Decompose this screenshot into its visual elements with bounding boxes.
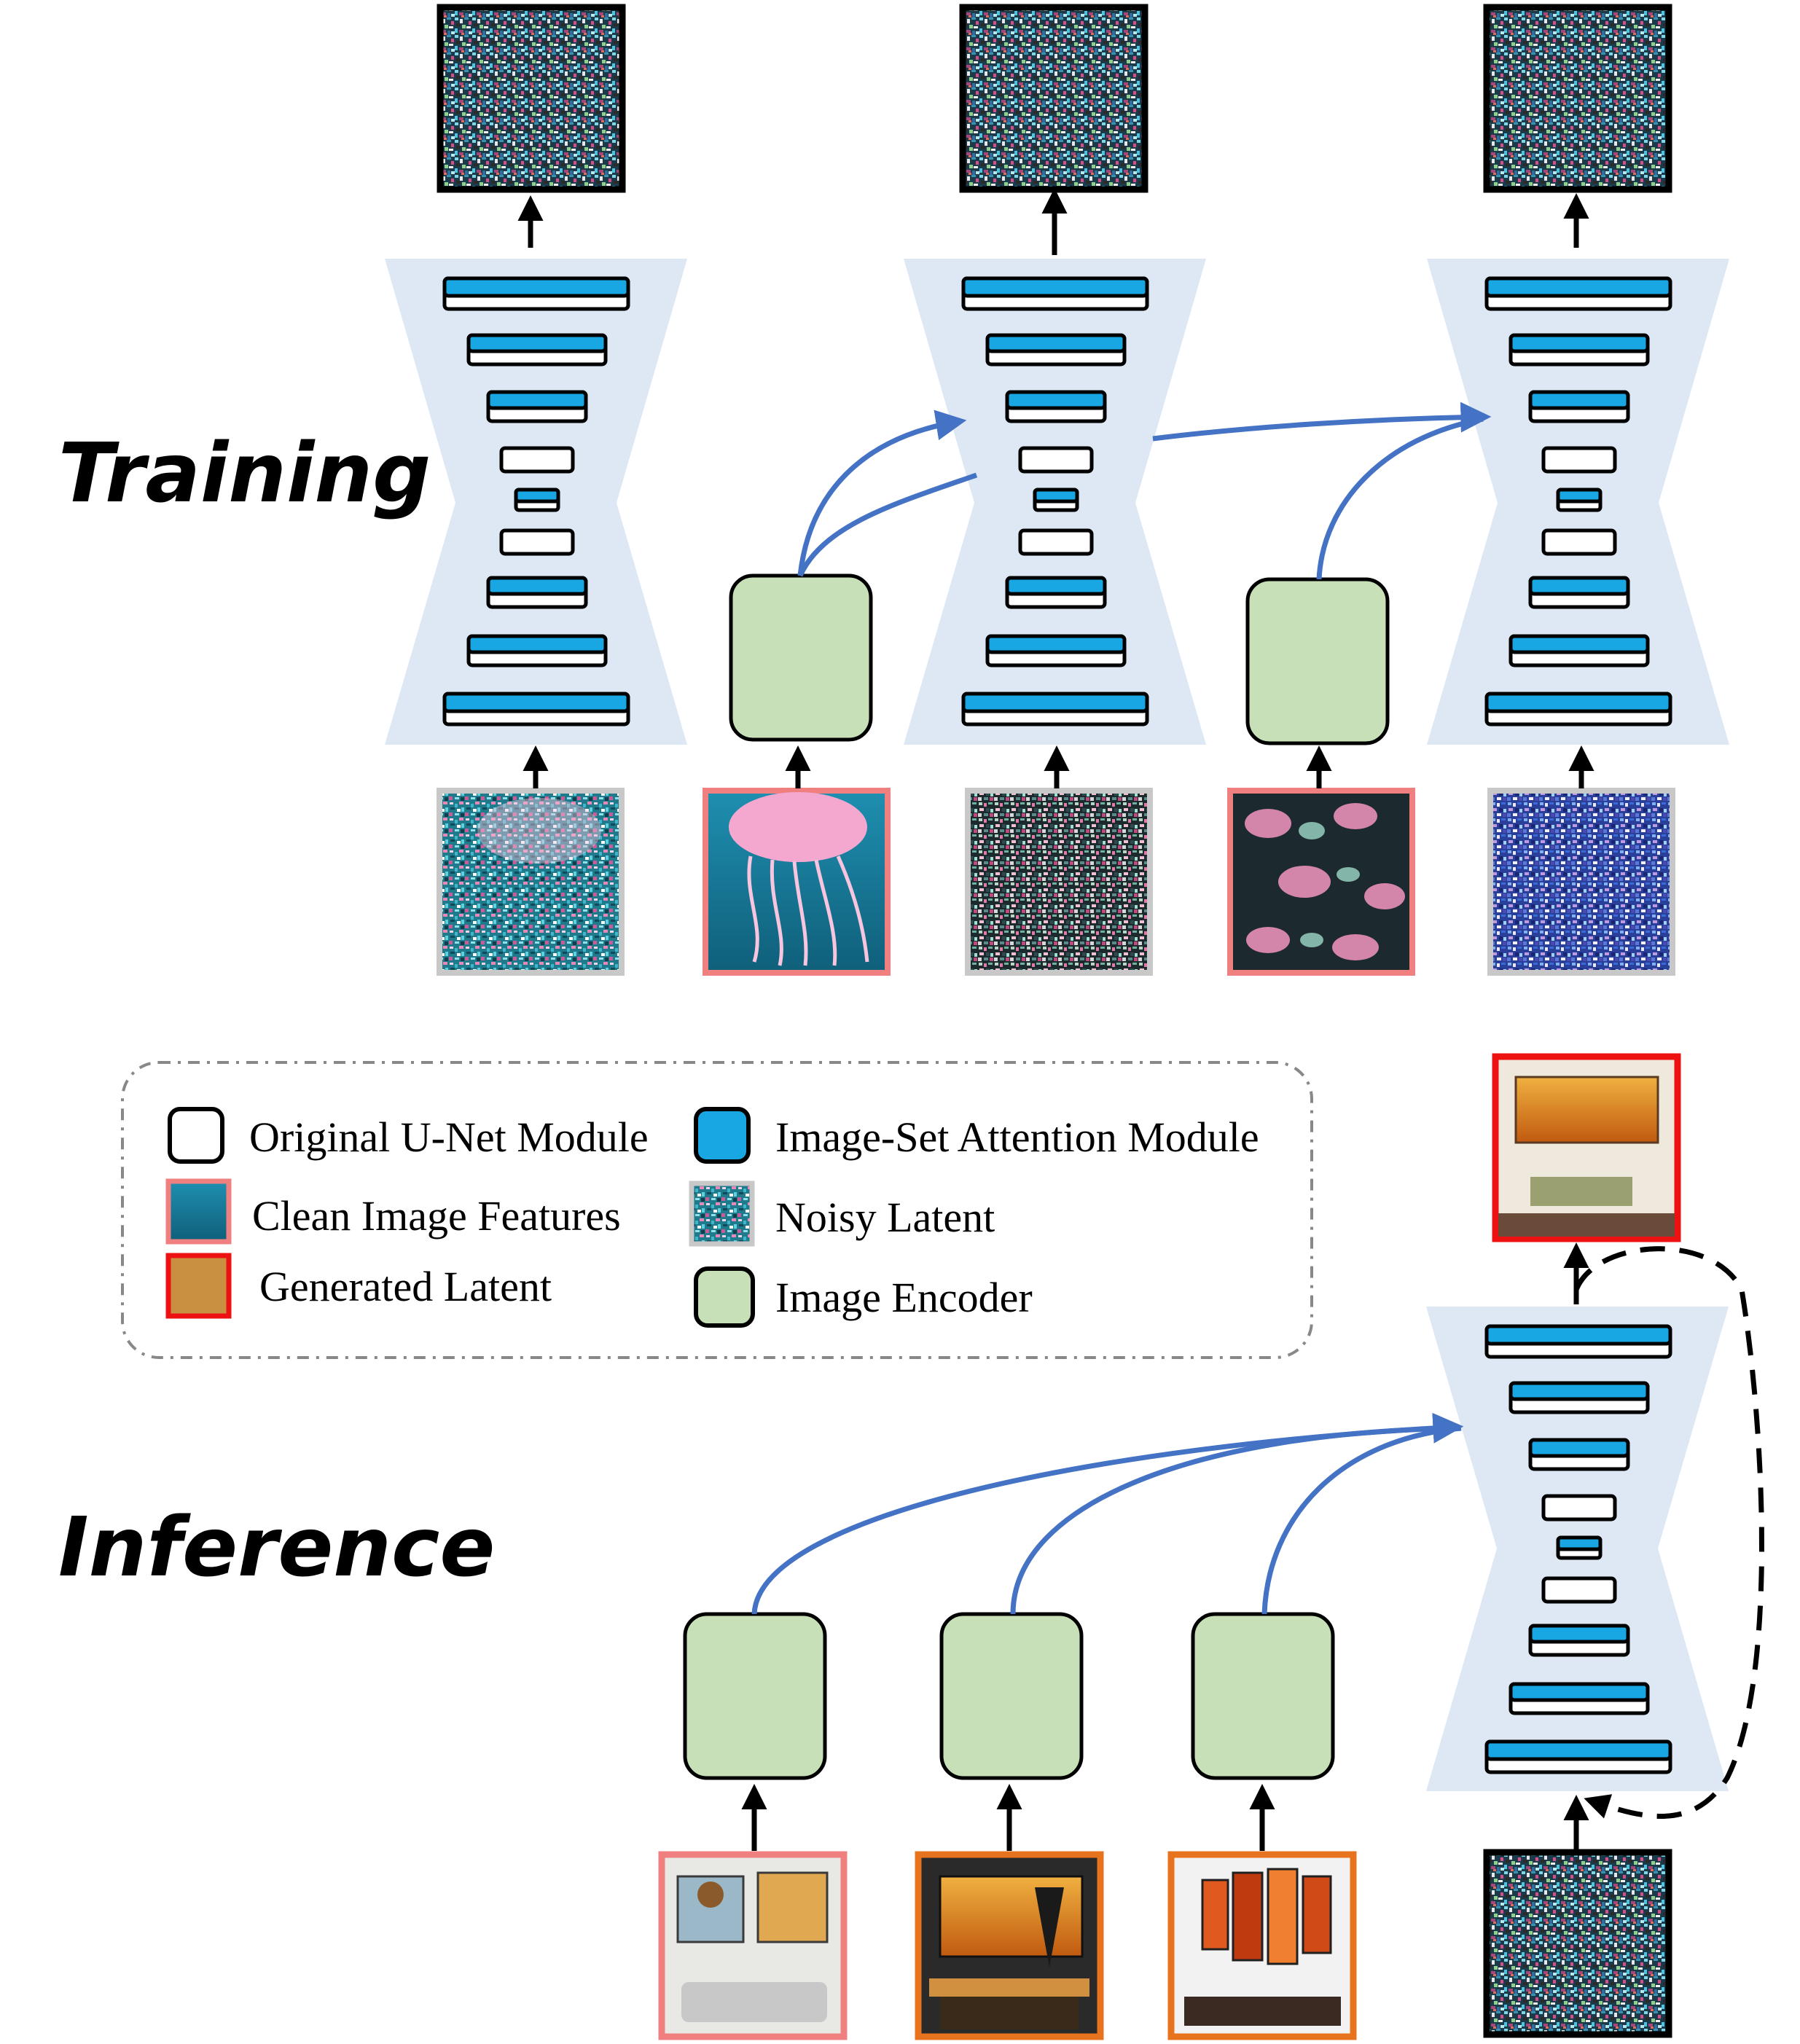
- inference-unet: [1426, 1307, 1729, 1791]
- legend-generated-label: Generated Latent: [259, 1263, 552, 1310]
- legend-original-unet-label: Original U-Net Module: [249, 1113, 649, 1161]
- training-output-noise-2: [959, 4, 1149, 193]
- training-jellyfish-pattern: [1227, 788, 1415, 976]
- inference-denoise-loop-arrow: [1573, 1246, 1764, 1819]
- training-clean-jellyfish: [703, 788, 891, 976]
- inference-input-arrows: [741, 1784, 1589, 1851]
- inference-image-encoder-1: [683, 1612, 827, 1780]
- unet-blocks: [1484, 276, 1672, 727]
- legend: Original U-Net Module Image-Set Attentio…: [165, 1107, 1259, 1328]
- legend-attention-label: Image-Set Attention Module: [775, 1113, 1259, 1161]
- inference-image-encoder-2: [939, 1612, 1084, 1780]
- unet-blocks: [1484, 1324, 1672, 1774]
- legend-box: [121, 1061, 1313, 1359]
- legend-unet-swatch: [168, 1107, 224, 1164]
- training-noisy-jellyfish-3: [1487, 788, 1675, 976]
- inference-noisy-latent-input: [1483, 1849, 1672, 2038]
- inference-feature-flows: [751, 1412, 1464, 1615]
- training-output-noise-1: [437, 4, 626, 193]
- training-output-arrows: [517, 188, 1589, 255]
- training-noisy-jellyfish-1: [437, 788, 625, 976]
- inference-generated-image: [1492, 1053, 1681, 1242]
- legend-generated-swatch: [165, 1253, 232, 1319]
- legend-clean-label: Clean Image Features: [252, 1192, 621, 1240]
- legend-encoder-label: Image Encoder: [775, 1274, 1033, 1321]
- legend-noisy-swatch: [689, 1180, 755, 1247]
- training-unet-3: [1427, 259, 1729, 745]
- unet-blocks: [442, 276, 630, 727]
- legend-attention-swatch: [694, 1107, 751, 1164]
- training-image-encoder-2: [1245, 577, 1390, 745]
- training-label: Training: [58, 426, 431, 521]
- training-unet-1: [385, 259, 687, 745]
- legend-encoder-swatch: [694, 1266, 755, 1328]
- legend-noisy-label: Noisy Latent: [775, 1194, 995, 1241]
- inference-reference-image-3: [1167, 1851, 1357, 2040]
- training-output-noise-3: [1483, 4, 1672, 193]
- inference-reference-image-1: [658, 1851, 848, 2040]
- training-feature-flows: [797, 402, 1492, 580]
- training-unet-2: [904, 259, 1206, 745]
- training-input-arrows: [523, 745, 1594, 788]
- training-noisy-jellyfish-2: [965, 788, 1153, 976]
- unet-blocks: [961, 276, 1149, 727]
- legend-clean-swatch: [165, 1178, 232, 1245]
- inference-label: Inference: [58, 1500, 495, 1595]
- training-image-encoder-1: [729, 573, 873, 742]
- inference-image-encoder-3: [1191, 1612, 1335, 1780]
- inference-reference-image-2: [915, 1851, 1104, 2040]
